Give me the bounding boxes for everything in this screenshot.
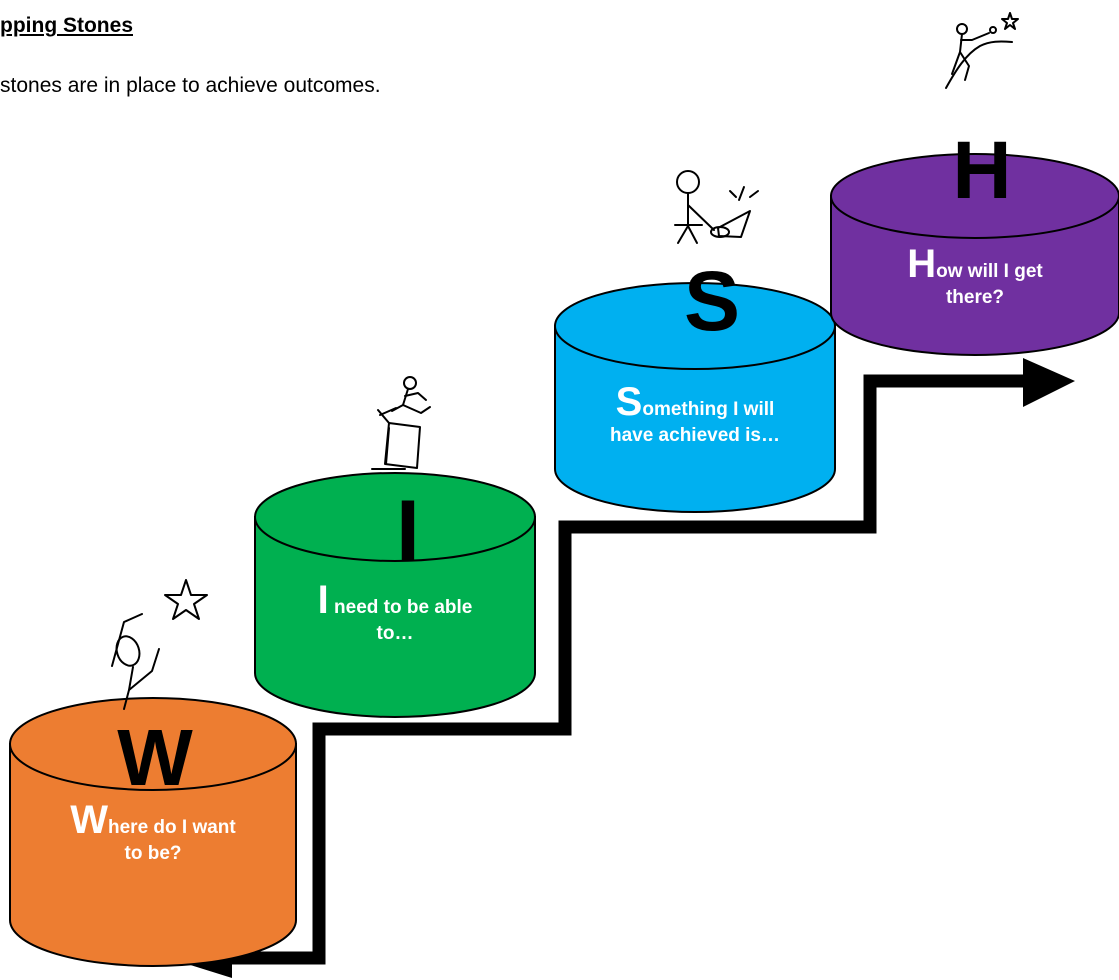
stone-s-body (554, 325, 836, 513)
stone-w-caption-text: here do I want (108, 817, 236, 838)
stone-i: I (254, 472, 536, 718)
stone-h-caption-initial: H (907, 242, 937, 286)
stone-w-top (9, 697, 297, 791)
stone-h-caption: How will I get there? (833, 244, 1117, 310)
stone-h: H (830, 125, 1119, 356)
stone-s-caption-text: omething I will (642, 399, 775, 420)
stone-i-letter: I (396, 483, 420, 579)
stone-i-top (254, 472, 536, 562)
page-intro: stones are in place to achieve outcomes. (0, 74, 381, 97)
staircase-path (222, 374, 1040, 965)
page-heading: pping Stones (0, 14, 133, 37)
stone-s-caption: Something I will have achieved is… (557, 382, 833, 448)
stone-w-body (9, 743, 297, 967)
stone-w-caption-initial: W (70, 798, 108, 842)
stone-i-caption-initial: I (317, 578, 329, 622)
stone-i-caption: I need to be able to… (257, 580, 533, 646)
stone-w-caption: Where do I want to be? (12, 800, 294, 866)
stone-s-caption-line2: have achieved is… (609, 424, 781, 446)
arrow-head-end (1023, 358, 1075, 407)
stone-h-body (830, 195, 1119, 356)
person-with-achievement-icon (674, 170, 759, 244)
stone-h-top (830, 153, 1119, 239)
stone-s-letter: S (684, 254, 740, 348)
stone-h-caption-line1: How will I get (833, 244, 1117, 285)
stone-h-letter: H (952, 125, 1011, 216)
stone-i-caption-text: need to be able (328, 597, 473, 618)
stone-s: S (554, 254, 836, 513)
reaching-for-star-icon (111, 579, 208, 710)
stone-i-caption-line1: I need to be able (257, 580, 533, 621)
hurdler-icon (371, 376, 431, 470)
stone-s-caption-initial: S (615, 380, 643, 424)
stone-i-caption-line2: to… (376, 622, 414, 644)
stone-h-caption-text: ow will I get (936, 261, 1043, 282)
stone-h-caption-line2: there? (945, 286, 1005, 308)
stone-s-top (554, 282, 836, 370)
stone-w-caption-line2: to be? (124, 842, 182, 864)
stone-i-body (254, 516, 536, 718)
stone-s-caption-line1: Something I will (557, 382, 833, 423)
stone-w-caption-line1: Where do I want (12, 800, 294, 841)
stone-w-letter: W (117, 713, 193, 802)
climber-with-star-icon (945, 12, 1019, 89)
stone-w: W (9, 697, 297, 967)
